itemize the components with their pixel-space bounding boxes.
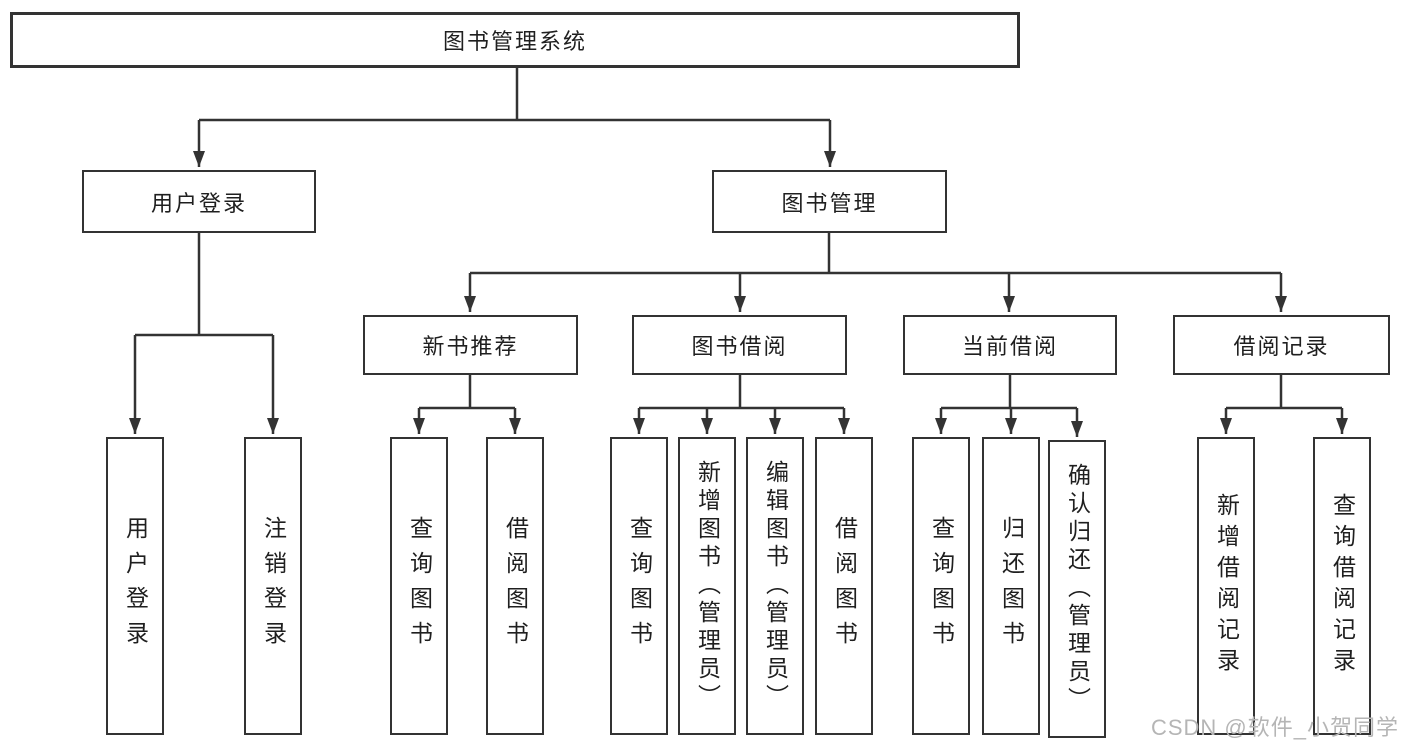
node-leaf-return-book: 归还图书 [982,437,1040,735]
node-leaf-confirm-return-admin-label: 确认归还（管理员） [1064,463,1091,715]
node-leaf-add-borrow-record-label: 新增借阅记录 [1213,493,1240,679]
node-leaf-logout-label: 注销登录 [260,516,287,656]
node-book-management: 图书管理 [712,170,947,233]
node-leaf-user-login: 用户登录 [106,437,164,735]
node-leaf-return-book-label: 归还图书 [998,516,1025,656]
watermark: CSDN @软件_小贺同学 [1150,715,1399,740]
node-leaf-borrow-books-recommend: 借阅图书 [486,437,544,735]
node-new-book-recommend: 新书推荐 [363,315,578,375]
node-user-login: 用户登录 [82,170,316,233]
node-leaf-query-books-current: 查询图书 [912,437,970,735]
node-book-borrowing: 图书借阅 [632,315,847,375]
node-current-borrowing-label: 当前借阅 [961,334,1058,359]
node-borrow-records: 借阅记录 [1173,315,1390,375]
node-leaf-query-books-recommend-label: 查询图书 [406,516,433,656]
node-leaf-confirm-return-admin: 确认归还（管理员） [1048,440,1106,738]
node-leaf-borrow-books-borrowing: 借阅图书 [815,437,873,735]
node-book-borrowing-label: 图书借阅 [691,334,788,359]
node-leaf-query-borrow-record: 查询借阅记录 [1313,437,1371,735]
node-leaf-query-books-recommend: 查询图书 [390,437,448,735]
node-current-borrowing: 当前借阅 [903,315,1117,375]
node-leaf-add-borrow-record: 新增借阅记录 [1197,437,1255,735]
node-leaf-borrow-books-borrowing-label: 借阅图书 [831,516,858,656]
node-book-management-label: 图书管理 [781,190,878,216]
node-leaf-add-book-admin-label: 新增图书（管理员） [694,460,721,712]
node-leaf-user-login-label: 用户登录 [122,516,149,656]
node-borrow-records-label: 借阅记录 [1233,334,1330,359]
node-root: 图书管理系统 [10,12,1020,68]
node-leaf-query-books-current-label: 查询图书 [928,516,955,656]
node-leaf-add-book-admin: 新增图书（管理员） [678,437,736,735]
node-leaf-borrow-books-recommend-label: 借阅图书 [502,516,529,656]
node-leaf-edit-book-admin-label: 编辑图书（管理员） [762,460,789,712]
node-user-login-label: 用户登录 [150,190,247,216]
node-new-book-recommend-label: 新书推荐 [422,334,519,359]
node-leaf-edit-book-admin: 编辑图书（管理员） [746,437,804,735]
node-root-label: 图书管理系统 [442,29,587,54]
node-leaf-query-borrow-record-label: 查询借阅记录 [1329,493,1356,679]
node-leaf-query-books-borrowing: 查询图书 [610,437,668,735]
node-leaf-query-books-borrowing-label: 查询图书 [626,516,653,656]
node-leaf-logout: 注销登录 [244,437,302,735]
